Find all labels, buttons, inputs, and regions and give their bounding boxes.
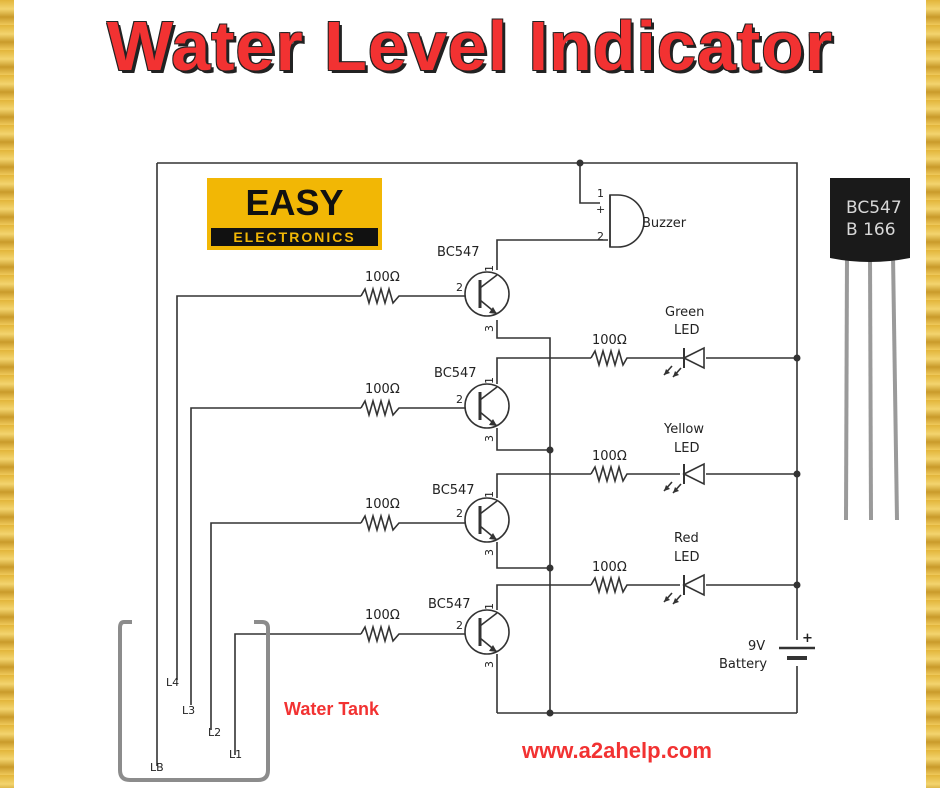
gold-border-right (926, 0, 940, 788)
junction-dot (793, 354, 801, 362)
buzzer-symbol: 1 + 2 (596, 187, 645, 248)
q3-collector-wire (496, 473, 797, 498)
probe-l4-label: L4 (166, 676, 179, 689)
buzzer-plus-wire (579, 163, 600, 204)
junction-dot (546, 446, 554, 454)
red-led-label-1: Red (674, 531, 699, 546)
bc547-photo: BC547 B 166 (830, 178, 910, 521)
photo-marking-2: B 166 (846, 220, 896, 240)
q3-pin-c: 1 (483, 491, 496, 498)
l1-probe-wire (234, 633, 465, 755)
buzzer-pin2: 2 (597, 230, 604, 243)
r3-label: 100Ω (365, 497, 400, 512)
red-led-label-2: LED (674, 550, 699, 565)
website-url: www.a2ahelp.com (521, 738, 712, 763)
q2-collector-wire (496, 357, 797, 384)
transistor-q4 (464, 609, 510, 655)
q3-label: BC547 (432, 483, 475, 498)
resistor-r2 (360, 398, 403, 418)
logo-easy: EASY (245, 182, 344, 223)
yellow-led-symbol (663, 462, 705, 494)
q1-label: BC547 (437, 245, 480, 260)
probe-l3-label: L3 (182, 704, 195, 717)
page-title: Water Level Indicator (106, 7, 834, 85)
q2-pin-c: 1 (483, 377, 496, 384)
junction-dot (546, 709, 554, 717)
resistor-r4 (360, 624, 403, 644)
q3-emitter-wire (496, 542, 550, 569)
gold-border-left (0, 0, 14, 788)
r4-label: 100Ω (365, 608, 400, 623)
q1-pin-c: 1 (483, 265, 496, 272)
r-led-yellow-label: 100Ω (592, 449, 627, 464)
buzzer-label: Buzzer (642, 216, 687, 231)
green-led-label-1: Green (665, 305, 704, 320)
resistor-r3 (360, 513, 403, 533)
battery-symbol: + (779, 631, 815, 666)
transistor-q1 (464, 271, 510, 317)
resistor-led-green (590, 348, 631, 368)
easy-electronics-logo: EASY ELECTRONICS (207, 178, 382, 250)
q4-label: BC547 (428, 597, 471, 612)
q2-pin-e: 3 (483, 435, 496, 442)
resistor-r1 (360, 286, 403, 306)
top-rail-wire (157, 162, 798, 713)
green-led-symbol (663, 346, 705, 378)
probe-l2-label: L2 (208, 726, 221, 739)
q4-pin-c: 1 (483, 603, 496, 610)
battery-label-1: 9V (748, 639, 765, 654)
water-tank-label: Water Tank (284, 699, 380, 719)
buzzer-plus: + (596, 203, 605, 216)
l2-probe-wire (210, 522, 465, 730)
probe-lb-label: LB (150, 761, 164, 774)
q4-pin-b: 2 (456, 619, 463, 632)
buzzer-pin1: 1 (597, 187, 604, 200)
r2-label: 100Ω (365, 382, 400, 397)
resistor-led-yellow (590, 464, 631, 484)
yellow-led-label-1: Yellow (663, 422, 704, 437)
l3-probe-wire (190, 407, 465, 705)
resistor-led-red (590, 575, 631, 595)
l4-probe-wire (176, 295, 465, 680)
green-led-label-2: LED (674, 323, 699, 338)
battery-plus: + (802, 631, 813, 646)
q3-pin-b: 2 (456, 507, 463, 520)
transistor-q2 (464, 383, 510, 429)
water-tank-outline (118, 620, 270, 782)
emitter-bus-wire (496, 320, 551, 713)
junction-dot (793, 470, 801, 478)
q2-pin-b: 2 (456, 393, 463, 406)
yellow-led-label-2: LED (674, 441, 699, 456)
q2-emitter-wire (496, 428, 550, 451)
q3-pin-e: 3 (483, 549, 496, 556)
buzzer-to-q1-wire (496, 239, 608, 270)
r1-label: 100Ω (365, 270, 400, 285)
battery-label-2: Battery (719, 657, 767, 672)
r-led-red-label: 100Ω (592, 560, 627, 575)
q4-collector-wire (496, 584, 797, 610)
red-led-symbol (663, 573, 705, 605)
q2-label: BC547 (434, 366, 477, 381)
photo-marking-1: BC547 (846, 198, 902, 218)
junction-dot (546, 564, 554, 572)
r-led-green-label: 100Ω (592, 333, 627, 348)
transistor-q3 (464, 497, 510, 543)
q1-pin-b: 2 (456, 281, 463, 294)
q4-pin-e: 3 (483, 661, 496, 668)
probe-l1-label: L1 (229, 748, 242, 761)
logo-electronics: ELECTRONICS (211, 228, 378, 246)
junction-dot (793, 581, 801, 589)
q1-pin-e: 3 (483, 325, 496, 332)
